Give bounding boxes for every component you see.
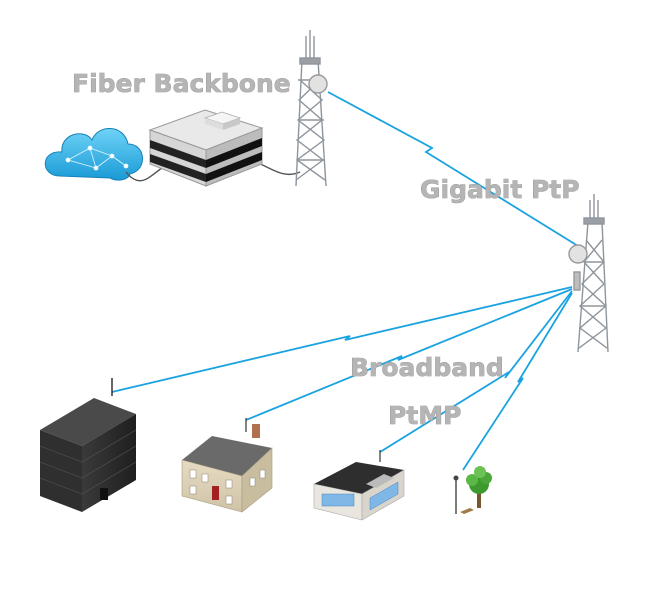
radio-tower-icon (295, 30, 328, 187)
tree-lamp-icon (453, 466, 492, 514)
fiber-router-icon (148, 109, 264, 187)
office-tower-icon (39, 378, 137, 512)
radio-tower-icon (568, 194, 609, 353)
wireless-links (111, 91, 579, 471)
ptmp-label: PtMP (388, 401, 461, 430)
commercial-building-icon (313, 450, 405, 521)
fiber-backbone-label: Fiber Backbone (72, 69, 291, 98)
ptmp-link-commercial (379, 290, 573, 453)
ptmp-link-park (462, 292, 573, 471)
ptmp-link-office (111, 286, 573, 393)
ptp-link (327, 91, 579, 247)
house-icon (181, 418, 273, 513)
broadband-label: Broadband (350, 353, 504, 382)
cable (125, 167, 163, 182)
ptmp-link-house (245, 288, 573, 421)
cloud-icon (44, 128, 143, 181)
gigabit-ptp-label: Gigabit PtP (420, 175, 580, 204)
